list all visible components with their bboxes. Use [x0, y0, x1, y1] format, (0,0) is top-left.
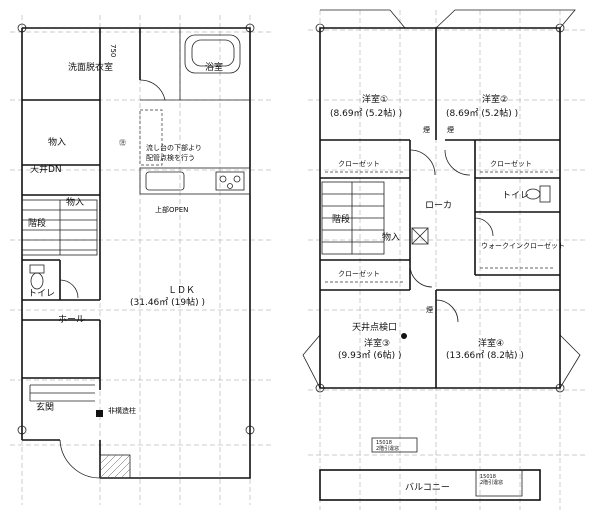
- window-tag-right-line2: 2階引違窓: [480, 479, 503, 486]
- smoke-detector-right: 煙: [447, 125, 454, 134]
- smoke-detector-lower: 煙: [426, 305, 433, 314]
- room-label-bath: 浴室: [205, 61, 223, 73]
- second-floor-plan: 洋室① (8.69㎡ (5.2帖) ) 洋室② (8.69㎡ (5.2帖) ) …: [302, 9, 588, 510]
- door-swings-2f: [409, 149, 494, 323]
- ceiling-access-marker: [401, 333, 407, 339]
- balcony: [319, 437, 541, 501]
- room-label-washroom: 洗面脱衣室: [68, 61, 113, 73]
- room-label-closet-left: クローゼット: [338, 159, 380, 168]
- room-label-ceiling-dn: 天井DN: [30, 163, 62, 175]
- smoke-detector-left: 煙: [423, 125, 430, 134]
- upper-open-area: [139, 109, 163, 166]
- room-label-stairs-2f: 階段: [332, 213, 350, 225]
- room-label-closet-right: クローゼット: [490, 159, 532, 168]
- room-label-room4-area: (13.66㎡ (8.2帖) ): [446, 349, 524, 361]
- kitchen-counter: [139, 167, 251, 195]
- room-label-entrance: 玄関: [36, 401, 54, 413]
- upper-open-label: 上部OPEN: [155, 205, 188, 214]
- access-mark: ㊟: [119, 139, 126, 147]
- room-label-room3-area: (9.93㎡ (6帖) ): [338, 349, 402, 361]
- room-label-corridor: ローカ: [425, 200, 452, 211]
- room-label-room2-area: (8.69㎡ (5.2帖) ): [446, 107, 518, 119]
- first-floor-plan: 750 洗面脱衣室 浴室 物入 ㊟ 流し台の下部より 配管点検を行う 天井DN …: [10, 15, 272, 505]
- entrance-door-swing: [59, 439, 101, 479]
- stairs-1f: [21, 199, 98, 256]
- window-tag-left-line1: 15018: [376, 440, 392, 446]
- porch-hatch: [99, 454, 131, 479]
- exterior-wall-2f: [319, 27, 561, 389]
- ceiling-access-label: 天井点検口: [352, 321, 397, 333]
- room-label-room2: 洋室②: [482, 93, 508, 105]
- bathtub: [140, 28, 250, 101]
- room-label-stairs-1f: 階段: [28, 217, 46, 229]
- storage-access-hatch: [411, 227, 429, 245]
- non-structural-pillar-label: 非構造柱: [108, 406, 136, 415]
- entrance-steps: [29, 384, 95, 402]
- room-label-toilet-2f: トイレ: [502, 191, 529, 201]
- room-label-storage-2f: 物入: [382, 231, 400, 243]
- room-label-ldk-area: (31.46㎡ (19帖) ): [130, 296, 205, 308]
- dimension-label-750: 750: [109, 44, 117, 57]
- toilet-fixture-1f: [29, 264, 79, 299]
- sink-note-line2: 配管点検を行う: [146, 153, 195, 162]
- room-label-room1: 洋室①: [362, 93, 388, 105]
- room-label-room1-area: (8.69㎡ (5.2帖) ): [330, 107, 402, 119]
- room-label-room3: 洋室③: [364, 337, 390, 349]
- sink-note-line1: 流し台の下部より: [146, 143, 202, 152]
- stairs-2f: [321, 181, 385, 255]
- room-label-walk-in-closet: ウォークインクローゼット: [481, 241, 565, 250]
- roof-eaves: [302, 9, 581, 389]
- room-label-toilet-1f: トイレ: [28, 289, 55, 299]
- room-label-storage-upper: 物入: [48, 136, 66, 148]
- column-markers-1f: [17, 23, 255, 435]
- room-label-closet-lower: クローゼット: [338, 269, 380, 278]
- exterior-wall-1f: [21, 27, 251, 479]
- room-label-ldk-name: ＬＤＫ: [168, 286, 195, 296]
- room-label-balcony: バルコニー: [405, 482, 450, 493]
- window-tag-left-line2: 2階引違窓: [376, 445, 399, 452]
- room-label-room4: 洋室④: [478, 337, 504, 349]
- closet-rails: [325, 171, 555, 283]
- toilet-fixture-2f: [525, 185, 551, 203]
- interior-walls-1f: [22, 28, 141, 390]
- room-label-storage-lower: 物入: [66, 196, 84, 208]
- room-label-hall: ホール: [58, 314, 85, 325]
- washroom-door-swing: [139, 79, 166, 101]
- non-structural-pillar-marker: [96, 410, 103, 417]
- window-tag-right-line1: 15018: [480, 474, 496, 480]
